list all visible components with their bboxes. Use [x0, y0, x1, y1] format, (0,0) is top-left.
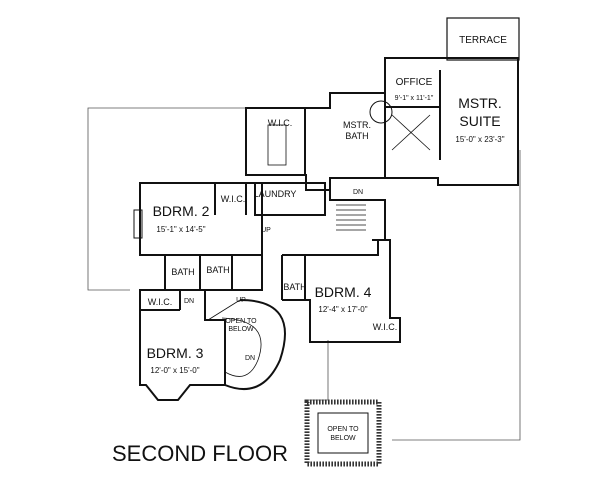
bedroom4-walls [281, 239, 401, 343]
stair-open-to-below-line2: BELOW [228, 326, 254, 333]
terrace-label: TERRACE [459, 35, 507, 46]
master-bath-walls [245, 92, 431, 191]
bedroom4-bath-label: BATH [283, 282, 306, 292]
stair-up-left: UP [236, 297, 246, 304]
stair-dn-curved: DN [245, 355, 255, 362]
bath-center-label: BATH [206, 265, 229, 275]
center-baths-walls [164, 254, 263, 291]
stair-open-to-below-line1: OPEN TO [225, 318, 257, 325]
terrace-room [446, 17, 520, 61]
master-bath-label-line1: MSTR. [343, 120, 371, 130]
stair-dn-top: DN [353, 189, 363, 196]
bedroom4-label: BDRM. 4 [315, 284, 372, 300]
bedroom2-dims: 15'-1" x 14'-5" [156, 225, 205, 234]
bedroom4-dims: 12'-4" x 17'-0" [318, 305, 367, 314]
bedroom2-label: BDRM. 2 [153, 203, 210, 219]
master-suite-label-line2: SUITE [459, 113, 500, 129]
master-suite-dims: 15'-0" x 23'-3" [455, 135, 504, 144]
master-bath-label-line2: BATH [345, 131, 368, 141]
bedroom3-walls [139, 289, 226, 401]
bath-left-label: BATH [171, 267, 194, 277]
foyer-open-to-below-line1: OPEN TO [327, 426, 359, 433]
office-dims: 9'-1" x 11'-1" [395, 95, 434, 102]
stair-hall-walls [329, 190, 386, 241]
stair-dn-left: DN [184, 298, 194, 305]
bedroom3-wic-label: W.I.C. [148, 297, 173, 307]
bedroom2-wic-label: W.I.C. [221, 194, 246, 204]
curved-stair [207, 299, 286, 390]
stair-up-center: UP [261, 227, 271, 234]
master-wic-label: W.I.C. [268, 118, 293, 128]
master-suite-label-line1: MSTR. [458, 95, 502, 111]
page-title: SECOND FLOOR [112, 441, 288, 466]
bedroom4-wic-label: W.I.C. [373, 322, 398, 332]
foyer-open-to-below-line2: BELOW [330, 435, 356, 442]
bedroom3-dims: 12'-0" x 15'-0" [150, 366, 199, 375]
bedroom3-label: BDRM. 3 [147, 345, 204, 361]
office-label: OFFICE [396, 77, 433, 88]
laundry-label: LAUNDRY [254, 189, 297, 199]
open-to-below-foyer [304, 399, 382, 467]
